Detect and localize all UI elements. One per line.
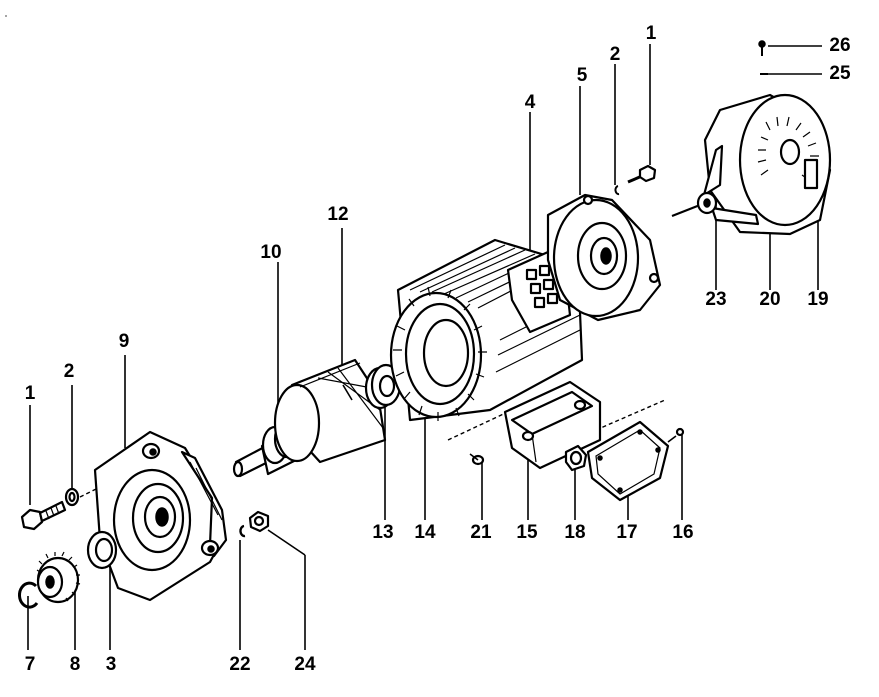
callout-24: 24 [294,654,316,675]
callout-9: 9 [118,331,130,352]
gasket-cover-part [586,420,670,502]
cable-gland-part [564,444,588,472]
callout-18: 18 [564,522,586,543]
screw-part [469,453,485,466]
clip-part [239,524,246,538]
stray-mark [5,15,7,17]
end-shield-part [93,430,228,602]
fan-cowl-part [703,93,832,236]
seal-ring-part [86,530,118,570]
bolt-part [20,500,67,531]
gear-part [36,551,81,604]
leader-lines [27,44,822,650]
callout-16: 16 [672,522,694,543]
nut-part [248,510,270,533]
callout-26: 26 [829,35,851,56]
callout-5: 5 [576,65,588,86]
pin-part [758,40,766,56]
washer-part [64,487,80,507]
callout-7: 7 [24,654,36,675]
callout-4: 4 [524,92,536,113]
screw-small-part [667,427,685,443]
callout-13: 13 [372,522,394,543]
callout-17: 17 [616,522,638,543]
callout-21: 21 [470,522,492,543]
callout-8: 8 [69,654,81,675]
callout-2-left: 2 [63,361,75,382]
callout-1-left: 1 [24,383,36,404]
callout-20: 20 [759,289,781,310]
bolt-right-part [627,164,657,184]
callout-1-right: 1 [645,23,657,44]
callout-22: 22 [229,654,251,675]
callout-12: 12 [327,204,349,225]
terminal-box-part [503,380,602,470]
callout-2-right: 2 [609,44,621,65]
callout-10: 10 [260,242,282,263]
callout-14: 14 [414,522,436,543]
fan-part [671,144,760,226]
callout-19: 19 [807,289,829,310]
rotor-part [232,358,387,478]
rear-end-shield-part [546,193,662,322]
washer-right-part [614,185,620,196]
bearing-part [364,363,402,410]
callout-15: 15 [516,522,538,543]
callout-25: 25 [829,63,851,84]
callout-3: 3 [105,654,117,675]
callout-23: 23 [705,289,727,310]
snap-ring-part [18,581,39,609]
